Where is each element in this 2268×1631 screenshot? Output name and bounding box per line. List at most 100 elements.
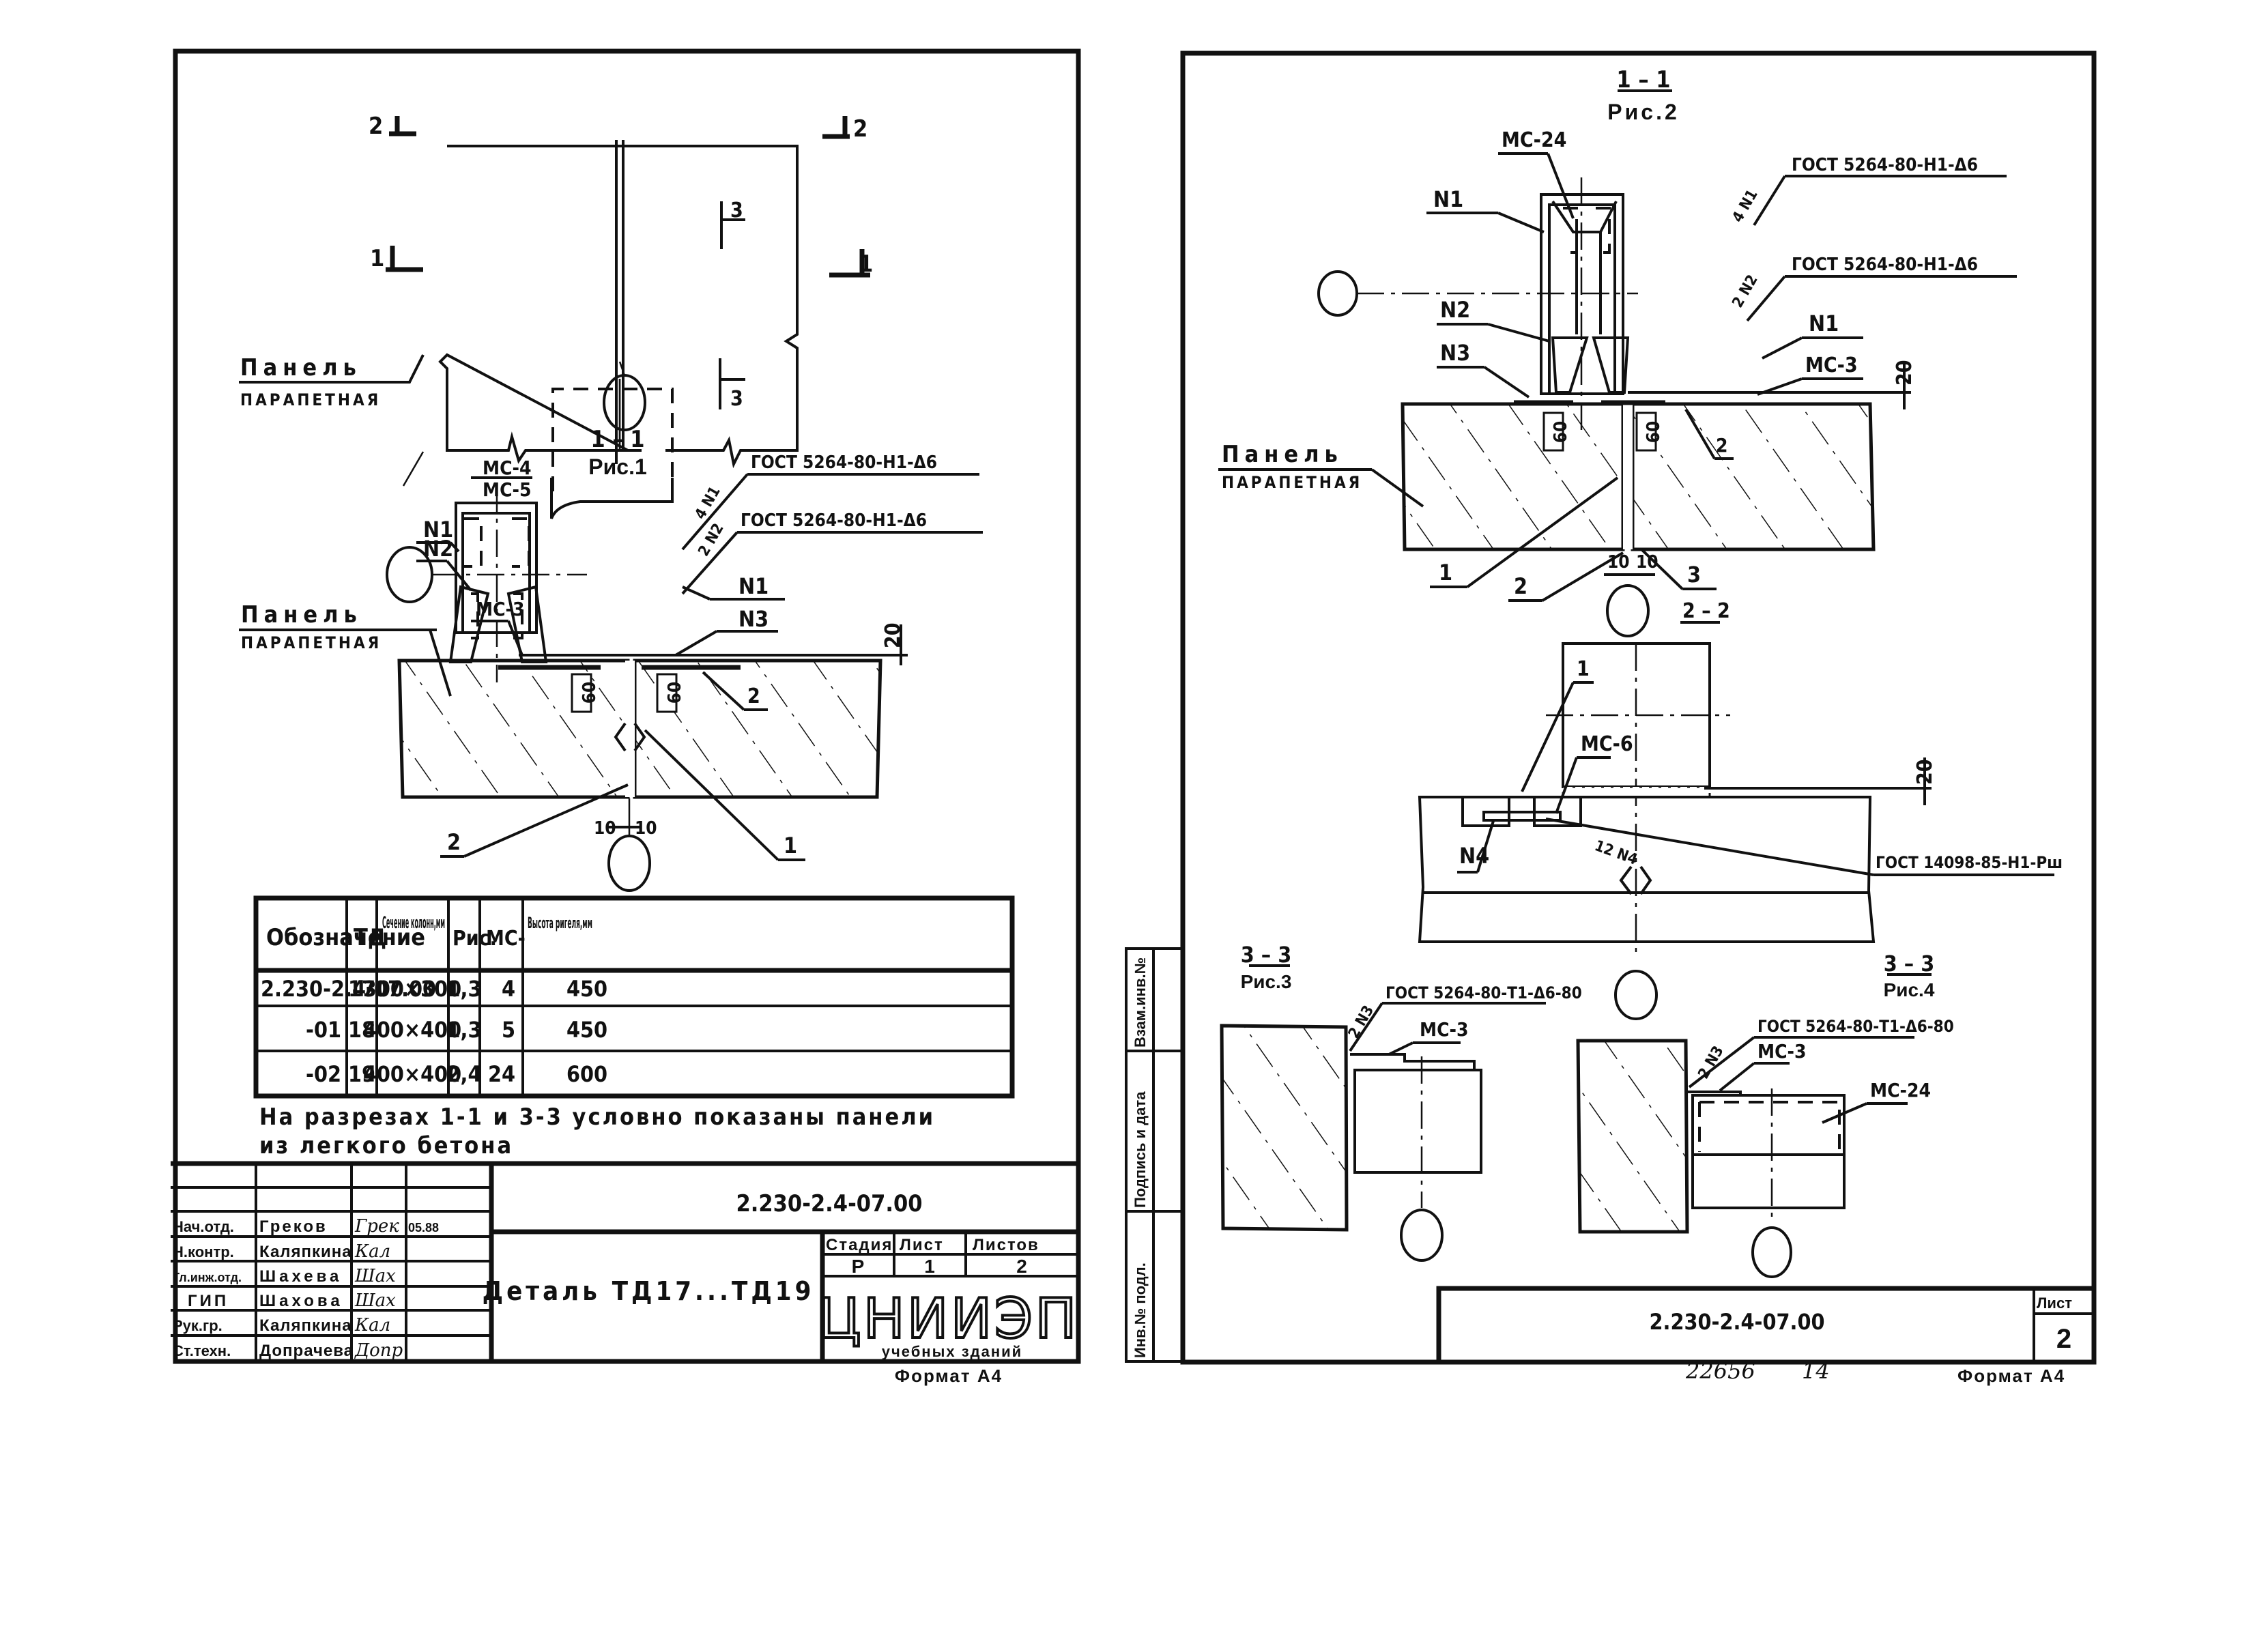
- callout-1: 1: [1439, 560, 1452, 586]
- name: Шахева: [259, 1267, 342, 1286]
- weld-spec: ГОСТ 14098-85-Н1-Рш: [1876, 853, 2063, 872]
- sheet-value: 1: [924, 1256, 935, 1277]
- sheet-header: Лист: [900, 1236, 944, 1254]
- section-title: 3 – 3: [1241, 942, 1291, 968]
- label-n2: N2: [1440, 297, 1470, 323]
- label-mc3: МС-3: [1805, 353, 1858, 377]
- stamp-signature-date: Подпись и дата: [1132, 1091, 1149, 1208]
- dim-20: 20: [1893, 360, 1917, 386]
- cut-marker-2-left: 2: [369, 113, 416, 140]
- cut-marker-3-bottom: 3: [719, 358, 745, 411]
- table-header: Обозначение: [266, 924, 425, 951]
- cut-label: 1: [859, 250, 873, 278]
- dim-60-right: 60: [665, 682, 685, 704]
- sheet-header: Лист: [2037, 1295, 2072, 1312]
- name: Греков: [259, 1217, 328, 1236]
- axis-marker: [1400, 1209, 1444, 1262]
- signatory-row: Гл.инж.отд. Шахева Шах: [173, 1266, 396, 1286]
- signatory-row: Ст.техн. Допрачева Допр: [173, 1340, 403, 1361]
- cut-label: 1: [370, 245, 384, 272]
- signatory-row: Рук.гр. Каляпкина Кал: [173, 1315, 390, 1336]
- weld-spec-1: ГОСТ 5264-80-Н1-Δ6: [751, 452, 937, 473]
- role: Гл.инж.отд.: [173, 1271, 242, 1284]
- callout-2-right: 2: [747, 684, 760, 708]
- stage-header: Стадия: [826, 1236, 893, 1254]
- name: Каляпкина: [259, 1316, 352, 1335]
- label-mc5: МС-5: [483, 478, 532, 501]
- archive-number: 22656: [1685, 1358, 1755, 1384]
- table-row: -01 18 400×400 1,3 5 450: [306, 1017, 607, 1043]
- label-n1-right: N1: [1809, 311, 1839, 336]
- note-line-1: На разрезах 1-1 и 3-3 условно показаны п…: [259, 1103, 935, 1131]
- spec-table: Обозначение ТД Сечение колонн,мм Рис. МС…: [253, 895, 1015, 1099]
- weld-count: 2 N3: [1345, 1002, 1377, 1041]
- stamp-inventory-number: Инв.№ подл.: [1132, 1262, 1149, 1358]
- cell-td: 17: [348, 976, 375, 1002]
- section-2-2: 20 1 МС-6 N4 ГОСТ 14098-85-Н1-Рш 12 N4: [1418, 642, 2063, 1020]
- section-subtitle: Рис.2: [1607, 100, 1680, 124]
- panel-sublabel: ПАРАПЕТНАЯ: [240, 390, 381, 409]
- cell-section: 400×400: [363, 1061, 461, 1087]
- format-label: Формат А4: [895, 1366, 1003, 1386]
- weld-count-2: 2 N2: [695, 521, 728, 560]
- plan-view: 2 2 1 1 3 3 Панель ПАРАПЕТНАЯ: [239, 113, 873, 519]
- signature: Допр: [354, 1340, 403, 1361]
- callout-2-left: 2: [447, 829, 461, 855]
- table-row: -02 19 400×400 2,4 24 600: [306, 1061, 607, 1087]
- document-code: 2.230-2.4-07.00: [1649, 1309, 1824, 1335]
- label-n1-left: N1: [1433, 186, 1463, 212]
- label-mc24: МС-24: [1870, 1079, 1931, 1101]
- axis-marker: [1751, 1226, 1792, 1278]
- cell-designation: 2.230-2.4-07.00: [261, 976, 436, 1002]
- dim-60-left: 60: [579, 682, 600, 704]
- signature: Кал: [354, 1315, 390, 1336]
- section-1-1-fig1: 1 – 1 Рис.1 20 60 60 10 10: [239, 426, 983, 892]
- weld-spec: ГОСТ 5264-80-Т1-Δ6-80: [1757, 1017, 1954, 1036]
- cut-label: 2: [369, 113, 383, 140]
- role: Ст.техн.: [173, 1342, 231, 1359]
- format-label: Формат А4: [1957, 1366, 2065, 1386]
- dim-60-left: 60: [1551, 421, 1571, 444]
- org-subtitle: учебных зданий: [882, 1343, 1022, 1360]
- weld-count-1: 4 N1: [692, 484, 724, 523]
- cell-designation: -01: [306, 1017, 341, 1043]
- axis-marker: [1317, 270, 1358, 317]
- org-logo: ЦНИИЭП: [818, 1287, 1079, 1351]
- cell-td: 18: [348, 1017, 375, 1043]
- cell-designation: -02: [306, 1061, 341, 1087]
- label-mc3: МС-3: [1757, 1040, 1807, 1063]
- name: Каляпкина: [259, 1243, 352, 1261]
- parapet-panel: [1401, 402, 1625, 551]
- label-mc24: МС-24: [1502, 128, 1566, 152]
- label-mc3: МС-3: [476, 598, 525, 620]
- signature: Шах: [354, 1290, 396, 1311]
- cell-height: 450: [566, 1017, 607, 1043]
- cut-label: 3: [730, 387, 743, 411]
- callout-3: 3: [1687, 562, 1701, 588]
- sheet-value: 2: [2056, 1324, 2071, 1354]
- role: ГИП: [188, 1292, 229, 1310]
- cell-mc: 5: [502, 1017, 515, 1043]
- section-title: 3 – 3: [1884, 951, 1934, 977]
- callout-2: 2: [1514, 573, 1527, 599]
- role: Рук.гр.: [173, 1317, 223, 1334]
- sheets-value: 2: [1016, 1256, 1027, 1277]
- name: Допрачева: [259, 1342, 354, 1360]
- cell-mc: 4: [502, 976, 515, 1002]
- label-mc3: МС-3: [1420, 1018, 1469, 1041]
- section-2-2-ref: 2 – 2: [1682, 599, 1730, 623]
- signatory-row: Нач.отд. Греков Грек 05.88: [173, 1216, 439, 1237]
- sheet-1: 2 2 1 1 3 3 Панель ПАРАПЕТНАЯ 1 – 1: [171, 48, 1081, 1386]
- weld-spec-2: ГОСТ 5264-80-Н1-Δ6: [1792, 255, 1978, 275]
- table-header: Сечение колонн,мм: [382, 913, 445, 932]
- axis-marker: [1606, 584, 1650, 637]
- label-mc6: МС-6: [1581, 732, 1633, 756]
- table-row: 2.230-2.4-07.00 17 300×300 1,3 4 450: [261, 976, 607, 1002]
- note-line-2: из легкого бетона: [259, 1132, 513, 1159]
- section-3-3-fig3: 3 – 3 Рис.3 ГОСТ 5264-80-Т1-Δ6-80 2 N3 М…: [1220, 942, 1582, 1262]
- table-header: ТД: [354, 924, 386, 951]
- label-n3: N3: [738, 606, 769, 632]
- document-code: 2.230-2.4-07.00: [736, 1190, 922, 1217]
- panel-label: Панель: [1222, 441, 1343, 468]
- cut-marker-1-left: 1: [370, 245, 423, 272]
